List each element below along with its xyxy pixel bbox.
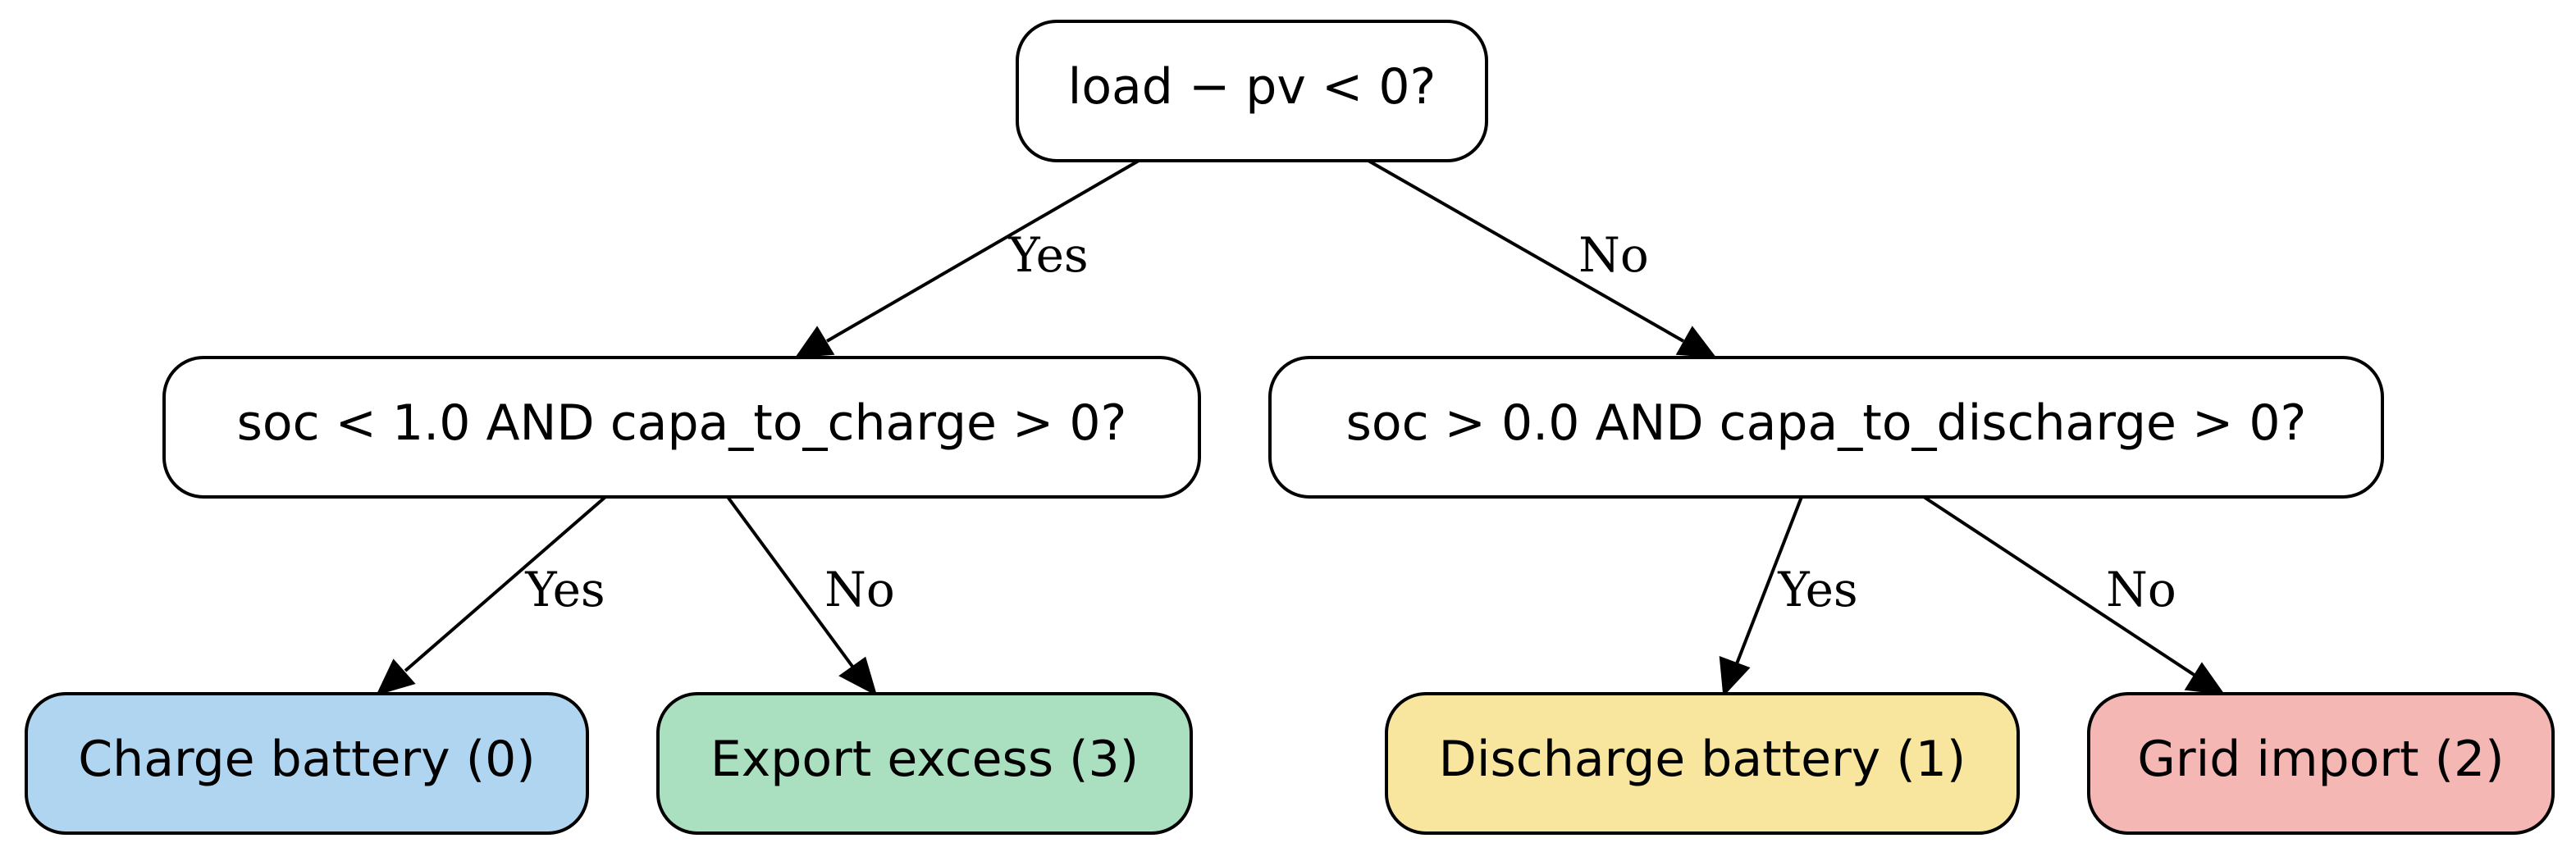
node-grid-import-label: Grid import (2) [2137,731,2504,788]
node-discharge-battery: Discharge battery (1) [1385,692,2020,835]
edge-label-right-no: No [2106,562,2176,617]
node-root-label: load − pv < 0? [1068,58,1436,116]
node-root: load − pv < 0? [1016,20,1488,162]
edge-label-right-yes: Yes [1777,562,1857,617]
edge-label-root-yes: Yes [1007,227,1088,283]
edge-root-no: No [1368,159,1717,358]
node-left-question-box [162,356,1201,499]
node-left-question: soc < 1.0 AND capa_to_charge > 0? [162,356,1201,499]
node-grid-import-box [2087,692,2555,835]
node-discharge-battery-label: Discharge battery (1) [1439,731,1966,788]
node-export-excess: Export excess (3) [656,692,1193,835]
node-right-question: soc > 0.0 AND capa_to_discharge > 0? [1268,356,2384,499]
node-grid-import: Grid import (2) [2087,692,2555,835]
edge-root-yes: Yes [794,159,1140,358]
edge-right-yes: Yes [1719,496,1858,697]
edge-right-no: No [1922,495,2226,695]
node-charge-battery-box [25,692,589,835]
node-left-question-label: soc < 1.0 AND capa_to_charge > 0? [237,394,1127,452]
node-export-excess-label: Export excess (3) [710,731,1139,788]
node-right-question-label: soc > 0.0 AND capa_to_discharge > 0? [1346,394,2307,452]
node-charge-battery-label: Charge battery (0) [78,731,535,788]
edge-left-no: No [726,495,895,696]
node-discharge-battery-box [1385,692,2020,835]
node-charge-battery: Charge battery (0) [25,692,589,835]
node-root-box [1016,20,1488,162]
edge-label-left-no: No [824,562,895,617]
edge-left-yes: Yes [376,495,607,696]
edge-label-root-no: No [1578,227,1649,283]
node-right-question-box [1268,356,2384,499]
node-export-excess-box [656,692,1193,835]
edge-label-left-yes: Yes [524,562,605,617]
